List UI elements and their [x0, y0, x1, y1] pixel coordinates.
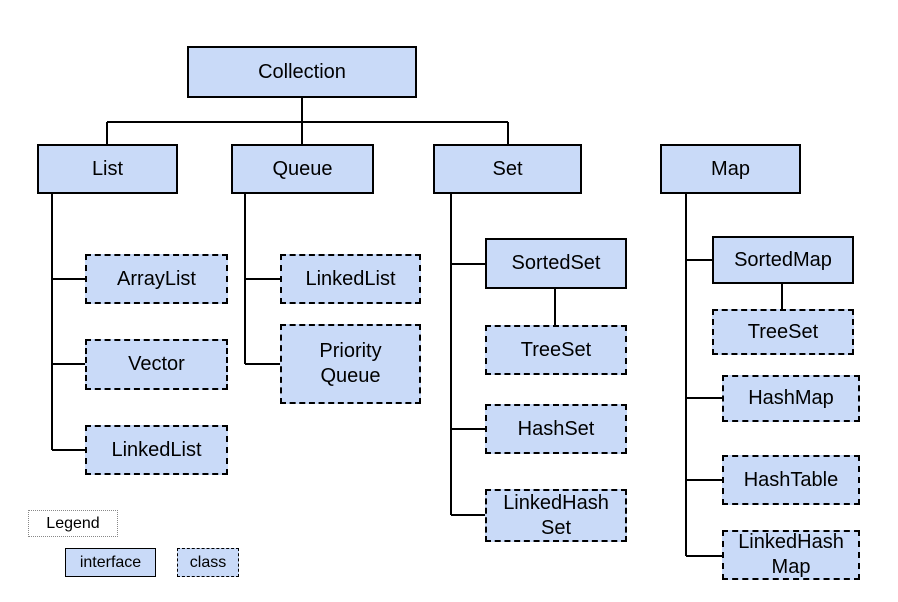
- node-sortedmap: SortedMap: [712, 236, 854, 284]
- node-vector: Vector: [85, 339, 228, 390]
- node-label: LinkedHash Map: [738, 531, 844, 578]
- node-label: Vector: [128, 353, 185, 375]
- node-label: SortedMap: [734, 248, 832, 271]
- node-collection: Collection: [187, 46, 417, 98]
- node-linkedhashmap: LinkedHash Map: [722, 530, 860, 580]
- node-linkedhashset: LinkedHash Set: [485, 489, 627, 542]
- node-label: Queue: [272, 157, 333, 180]
- node-label: Set: [492, 157, 523, 180]
- node-hashmap: HashMap: [722, 375, 860, 422]
- node-sortedset: SortedSet: [485, 238, 627, 289]
- node-treeset-map: TreeSet: [712, 309, 854, 355]
- node-arraylist: ArrayList: [85, 254, 228, 304]
- node-label: Collection: [258, 60, 346, 83]
- node-label: HashTable: [743, 468, 839, 491]
- node-label: HashMap: [748, 387, 834, 409]
- node-linkedlist-list: LinkedList: [85, 425, 228, 475]
- node-hashset: HashSet: [485, 404, 627, 454]
- node-queue: Queue: [231, 144, 374, 194]
- node-priorityqueue: Priority Queue: [280, 324, 421, 404]
- node-label: TreeSet: [747, 320, 819, 343]
- node-label: Priority Queue: [319, 340, 382, 387]
- node-label: LinkedList: [305, 267, 396, 290]
- node-label: LinkedList: [111, 438, 202, 461]
- node-list: List: [37, 144, 178, 194]
- node-label: ArrayList: [117, 267, 196, 290]
- node-label: List: [91, 157, 124, 180]
- node-set: Set: [433, 144, 582, 194]
- node-treeset-set: TreeSet: [485, 325, 627, 375]
- node-map: Map: [660, 144, 801, 194]
- node-label: Map: [711, 157, 750, 180]
- legend-title: Legend: [28, 510, 118, 537]
- node-hashtable: HashTable: [722, 455, 860, 505]
- node-linkedlist-queue: LinkedList: [280, 254, 421, 304]
- node-label: SortedSet: [511, 252, 601, 274]
- node-label: LinkedHash Set: [503, 491, 609, 539]
- legend-interface: interface: [65, 548, 156, 577]
- node-label: HashSet: [517, 417, 595, 440]
- node-label: TreeSet: [520, 338, 592, 361]
- legend-class: class: [177, 548, 239, 577]
